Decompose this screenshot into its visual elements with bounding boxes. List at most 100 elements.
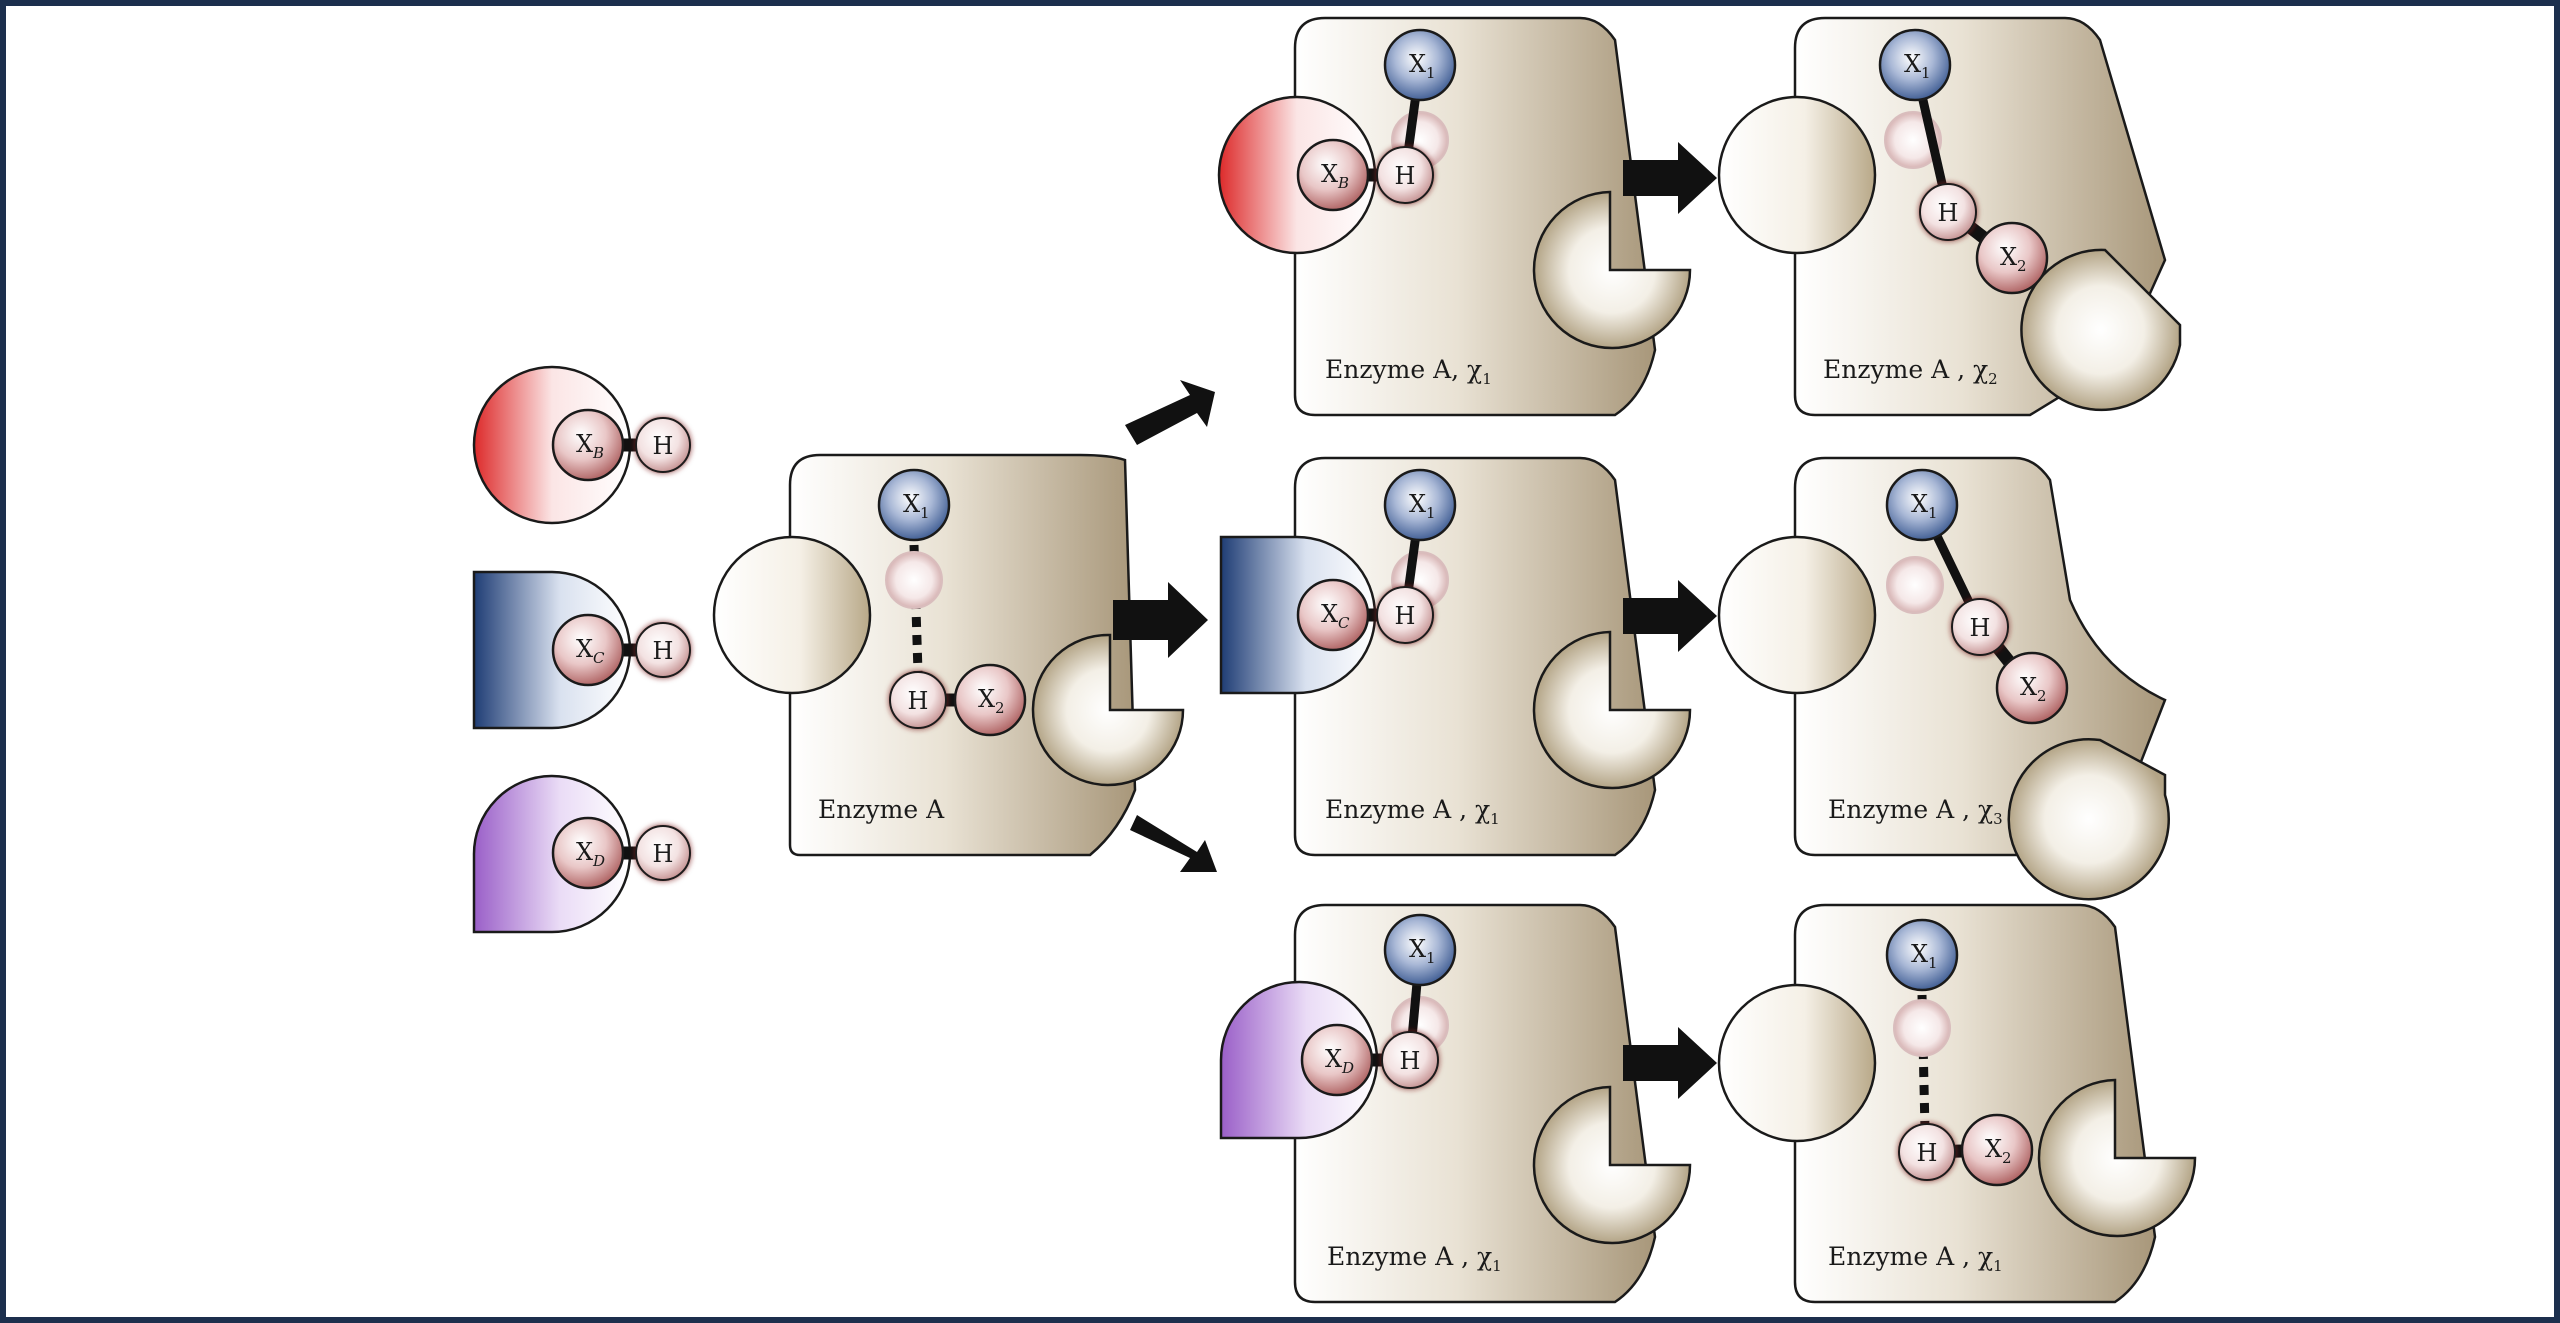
apo-h-atom: H — [889, 671, 947, 729]
product-3-pocket — [2037, 1078, 2197, 1238]
svg-text:C: C — [1338, 614, 1350, 632]
complex-3-ligand — [1219, 980, 1379, 1140]
product-2: X 1 H X 2 Enzyme A , χ3 — [1717, 456, 2170, 901]
ligand-d-x-atom: X D — [551, 816, 625, 890]
svg-text:H: H — [653, 432, 674, 460]
apo-ghost-h — [885, 551, 943, 609]
svg-text:H: H — [1395, 602, 1416, 630]
product-2-h-atom: H — [1951, 598, 2009, 656]
svg-text:H: H — [908, 687, 929, 715]
svg-text:X: X — [1321, 600, 1338, 628]
svg-text:D: D — [1341, 1059, 1354, 1077]
svg-text:X: X — [576, 430, 593, 458]
svg-text:X: X — [1325, 1045, 1342, 1073]
complex-1-h-atom: H — [1376, 146, 1434, 204]
svg-text:X: X — [1321, 160, 1338, 188]
arrow-release-1 — [1623, 142, 1717, 214]
product-3-label: Enzyme A , χ1 — [1828, 1242, 2003, 1275]
ligand-d-h-atom: H — [635, 825, 691, 881]
svg-text:H: H — [1400, 1047, 1421, 1075]
product-1-h-atom: H — [1919, 183, 1977, 241]
apo-pocket — [1031, 633, 1185, 787]
ligand-c: X C H — [472, 570, 691, 730]
svg-text:X: X — [978, 685, 995, 713]
ligand-b-h-atom: H — [635, 417, 691, 473]
complex-3-x-atom: X D — [1300, 1023, 1374, 1097]
complex-2-x1-atom: X 1 — [1383, 468, 1457, 542]
product-2-label: Enzyme A , χ3 — [1828, 795, 2003, 828]
arrow-release-3 — [1623, 1027, 1717, 1099]
svg-text:H: H — [653, 637, 674, 665]
complex-1-x-atom: X B — [1296, 138, 1370, 212]
complex-1-x1-atom: X 1 — [1383, 28, 1457, 102]
product-3: X 1 H X 2 Enzyme A , χ1 — [1717, 903, 2197, 1304]
svg-text:1: 1 — [1426, 949, 1436, 967]
apo-binding-site — [712, 535, 872, 695]
complex-3-pocket — [1532, 1085, 1692, 1245]
complex-1-label: Enzyme A, χ1 — [1325, 355, 1492, 388]
svg-text:2: 2 — [2037, 687, 2047, 705]
apo-enzyme-label: Enzyme A — [818, 795, 945, 824]
svg-text:1: 1 — [920, 504, 930, 522]
complex-2: X 1 X C H Enzyme A , χ1 — [1219, 456, 1692, 857]
complex-1-pocket — [1532, 190, 1692, 350]
complex-2-label: Enzyme A , χ1 — [1325, 795, 1500, 828]
svg-text:X: X — [576, 838, 593, 866]
svg-text:B: B — [1337, 174, 1349, 192]
product-2-x2-atom: X 2 — [1995, 651, 2069, 725]
complex-3-label: Enzyme A , χ1 — [1327, 1242, 1502, 1275]
svg-text:X: X — [1904, 50, 1921, 78]
product-1-label: Enzyme A , χ2 — [1823, 355, 1998, 388]
complex-1: X 1 X B H Enzyme A, χ1 — [1217, 16, 1692, 417]
product-2-binding-site — [1717, 535, 1877, 695]
product-3-x2-atom: X 2 — [1960, 1113, 2034, 1187]
ligand-d: X D H — [472, 774, 691, 934]
svg-text:H: H — [653, 840, 674, 868]
svg-text:X: X — [1409, 50, 1426, 78]
svg-text:H: H — [1395, 162, 1416, 190]
complex-2-x-atom: X C — [1296, 578, 1370, 652]
product-1: X 1 H X 2 Enzyme A , χ2 — [1717, 16, 2182, 417]
product-3-binding-site — [1717, 983, 1877, 1143]
product-3-x1-atom: X 1 — [1885, 918, 1959, 992]
arrow-up-branch — [1125, 380, 1215, 445]
branch-arrows — [1113, 380, 1217, 872]
ligand-c-h-atom: H — [635, 622, 691, 678]
svg-text:H: H — [1938, 199, 1959, 227]
complex-3-h-atom: H — [1381, 1031, 1439, 1089]
svg-text:1: 1 — [1928, 954, 1938, 972]
svg-text:X: X — [1409, 490, 1426, 518]
product-1-binding-site — [1717, 95, 1877, 255]
apo-x2-atom: X 2 — [953, 663, 1027, 737]
ligand-b-x-atom: X B — [551, 408, 625, 482]
svg-text:2: 2 — [2002, 1149, 2012, 1167]
svg-text:1: 1 — [1928, 504, 1938, 522]
product-1-pocket — [2020, 248, 2182, 412]
svg-text:X: X — [903, 490, 920, 518]
product-3-h-atom: H — [1898, 1123, 1956, 1181]
apo-enzyme: X 1 H X 2 Enzyme A — [712, 453, 1185, 857]
svg-text:1: 1 — [1921, 64, 1931, 82]
svg-text:X: X — [1985, 1135, 2002, 1163]
complex-3-x1-atom: X 1 — [1383, 913, 1457, 987]
product-1-x2-atom: X 2 — [1975, 221, 2049, 295]
arrow-mid-branch — [1113, 582, 1208, 658]
ligand-c-x-atom: X C — [551, 613, 625, 687]
product-1-x1-atom: X 1 — [1878, 28, 1952, 102]
svg-text:X: X — [1911, 940, 1928, 968]
release-arrows — [1623, 142, 1717, 1099]
product-2-pocket — [2007, 738, 2170, 901]
svg-text:B: B — [592, 444, 604, 462]
svg-text:2: 2 — [2017, 257, 2027, 275]
complex-2-pocket — [1532, 630, 1692, 790]
svg-text:X: X — [2020, 673, 2037, 701]
svg-text:D: D — [592, 852, 605, 870]
svg-text:H: H — [1917, 1139, 1938, 1167]
svg-text:X: X — [2000, 243, 2017, 271]
svg-text:1: 1 — [1426, 64, 1436, 82]
svg-text:C: C — [593, 649, 605, 667]
svg-text:2: 2 — [995, 699, 1005, 717]
arrow-release-2 — [1623, 580, 1717, 652]
svg-text:X: X — [1911, 490, 1928, 518]
